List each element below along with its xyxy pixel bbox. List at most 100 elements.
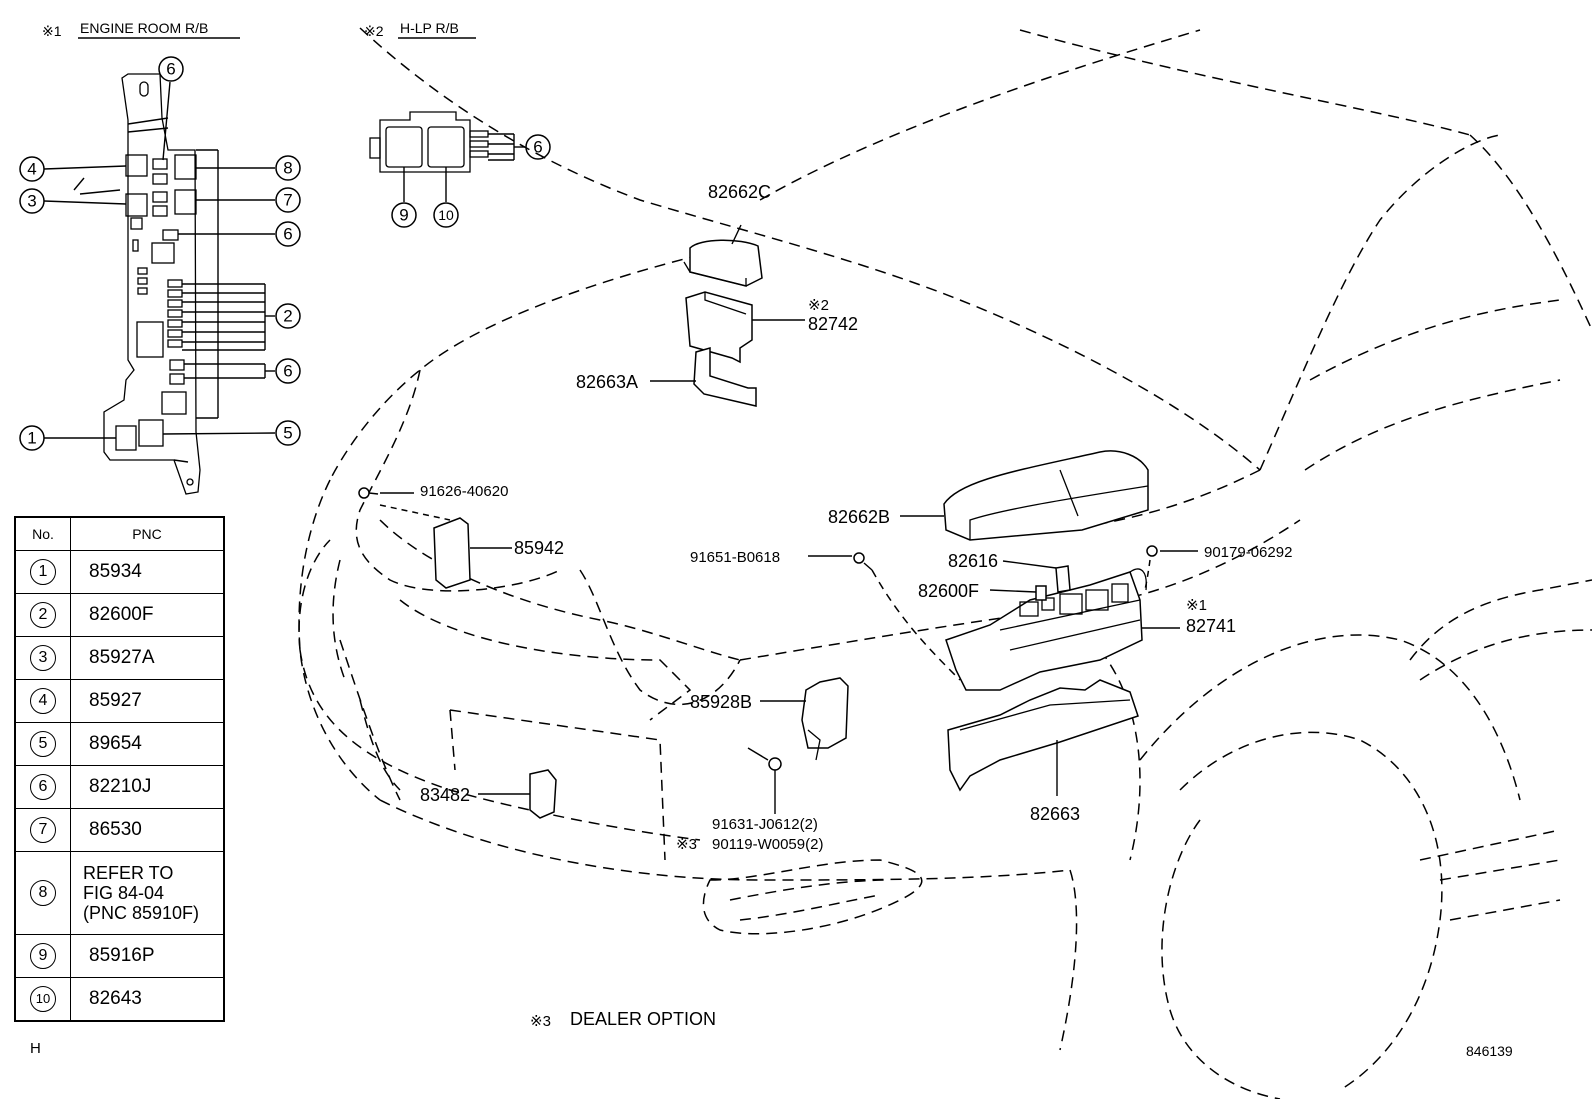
row-number: 1 (30, 559, 56, 585)
row-pnc: 82600F (70, 593, 225, 637)
hlp-relay-block (369, 111, 525, 202)
footnote-text: DEALER OPTION (570, 1009, 716, 1029)
callout-2: 2 (275, 303, 301, 329)
part-label-90179-06292: 90179-06292 (1204, 544, 1292, 561)
row-pnc: 85927A (70, 636, 225, 680)
table-row: 9 85916P (14, 934, 225, 978)
svg-text:4: 4 (27, 160, 36, 179)
part-label-85928B: 85928B (690, 692, 752, 712)
part-mark-3: ※3 (676, 836, 697, 853)
part-label-82616: 82616 (948, 551, 998, 571)
callout-1: 1 (19, 425, 45, 451)
row-pnc: 85916P (70, 934, 225, 978)
row-number: 9 (30, 943, 56, 969)
part-label-91626-40620: 91626-40620 (420, 483, 508, 500)
row-pnc: 86530 (70, 808, 225, 852)
lower-cover-82663A (650, 347, 757, 407)
row-pnc: 82210J (70, 765, 225, 809)
callout-3: 3 (19, 188, 45, 214)
part-mark-1: ※1 (1186, 597, 1207, 614)
engine-room-mark: ※1 (42, 23, 62, 39)
svg-text:8: 8 (283, 159, 292, 178)
table-row: 3 85927A (14, 636, 225, 680)
sensor-85928B (760, 677, 849, 761)
callout-9: 9 (391, 202, 417, 228)
part-label-91651-B0618: 91651-B0618 (690, 549, 780, 566)
svg-text:5: 5 (283, 424, 292, 443)
callout-6-mid: 6 (275, 221, 301, 247)
svg-text:7: 7 (283, 191, 292, 210)
hlp-mark: ※2 (364, 23, 384, 39)
table-row: 10 82643 (14, 977, 225, 1022)
part-label-82662B: 82662B (828, 507, 890, 527)
table-row: 1 85934 (14, 550, 225, 594)
callout-6-top: 6 (158, 56, 184, 82)
row-number: 2 (30, 602, 56, 628)
bolt-91626 (358, 487, 451, 521)
table-row: 5 89654 (14, 722, 225, 766)
fuse-82600F (989, 585, 1047, 601)
fuse-cover-82662C (683, 224, 763, 287)
callout-6-hlp: 6 (525, 134, 551, 160)
bolt-91651 (808, 552, 961, 681)
nut-90179 (1144, 545, 1198, 591)
part-label-82742: 82742 (808, 314, 858, 334)
row-pnc: 89654 (70, 722, 225, 766)
callout-5: 5 (275, 420, 301, 446)
svg-text:3: 3 (27, 192, 36, 211)
callout-8: 8 (275, 155, 301, 181)
part-label-83482: 83482 (420, 785, 470, 805)
svg-text:6: 6 (283, 225, 292, 244)
callout-6-low: 6 (275, 358, 301, 384)
part-label-82663: 82663 (1030, 804, 1080, 824)
row-number: 3 (30, 645, 56, 671)
engine-lower-tray-82663 (947, 679, 1139, 796)
callout-4: 4 (19, 156, 45, 182)
row-number: 7 (30, 817, 56, 843)
row-pnc: 85927 (70, 679, 225, 723)
part-mark-2: ※2 (808, 297, 829, 314)
row-number: 10 (30, 986, 56, 1012)
engine-room-title: ENGINE ROOM R/B (80, 20, 208, 36)
vehicle-outline (298, 27, 1592, 1099)
row-number: 6 (30, 774, 56, 800)
part-label-91631-J0612: 91631-J0612(2) (712, 816, 818, 833)
row-number: 8 (30, 880, 56, 906)
part-label-82600F: 82600F (918, 581, 979, 601)
hlp-title: H-LP R/B (400, 20, 459, 36)
table-row: 8 REFER TO FIG 84-04 (PNC 85910F) (14, 851, 225, 935)
table-row: 6 82210J (14, 765, 225, 809)
part-label-85942: 85942 (514, 538, 564, 558)
svg-text:6: 6 (533, 138, 542, 157)
part-label-82662C: 82662C (708, 182, 771, 202)
col-header-pnc: PNC (70, 516, 225, 551)
pnc-table-header: No. PNC (14, 516, 225, 551)
row-pnc: REFER TO FIG 84-04 (PNC 85910F) (70, 851, 225, 935)
fuse-box-cover-82662B (900, 450, 1149, 541)
callout-10: 10 (433, 202, 459, 228)
svg-text:1: 1 (27, 429, 36, 448)
part-label-82663A: 82663A (576, 372, 638, 392)
svg-text:6: 6 (283, 362, 292, 381)
part-label-82741: 82741 (1186, 616, 1236, 636)
row-number: 5 (30, 731, 56, 757)
row-number: 4 (30, 688, 56, 714)
svg-text:2: 2 (283, 307, 292, 326)
svg-text:10: 10 (438, 207, 454, 223)
table-row: 4 85927 (14, 679, 225, 723)
part-label-90119-W0059: 90119-W0059(2) (712, 836, 823, 853)
corner-code-left: H (30, 1040, 41, 1057)
svg-text:6: 6 (166, 60, 175, 79)
horn-83482 (478, 769, 557, 819)
figure-number: 846139 (1466, 1043, 1513, 1059)
footnote-mark: ※3 (530, 1013, 551, 1030)
row-pnc: 82643 (70, 977, 225, 1022)
callout-7: 7 (275, 187, 301, 213)
screw-91631 (747, 747, 782, 814)
row-pnc: 85934 (70, 550, 225, 594)
table-row: 7 86530 (14, 808, 225, 852)
col-header-no: No. (14, 516, 71, 551)
table-row: 2 82600F (14, 593, 225, 637)
